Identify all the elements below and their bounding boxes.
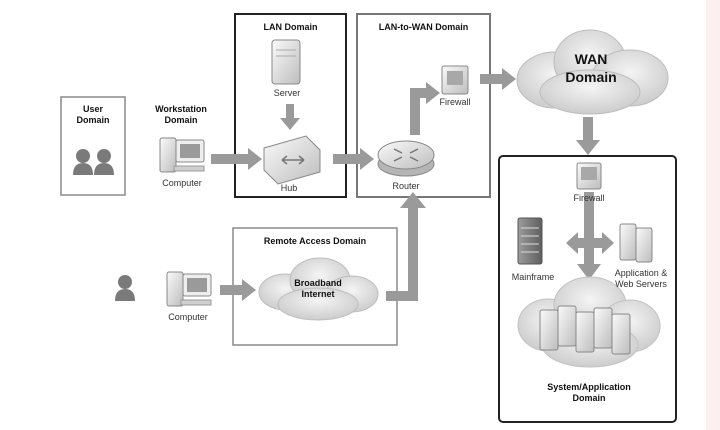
remote-computer-icon — [166, 271, 212, 307]
arrow-firewall-to-wan — [480, 68, 516, 90]
workstation-computer-icon — [159, 137, 205, 173]
remote-user-icon — [115, 275, 135, 301]
hub-label: Hub — [280, 183, 298, 193]
wan-cloud — [516, 29, 669, 115]
user-domain-box — [60, 96, 126, 196]
broadband-internet-label: Broadband Internet — [294, 278, 342, 299]
app-web-servers-label: Application & Web Servers — [614, 268, 668, 289]
arrow-firewall-to-servers — [577, 192, 601, 280]
mainframe-icon — [517, 217, 543, 265]
system-application-domain-label: System/Application Domain — [547, 382, 631, 403]
workstation-domain-label: Workstation Domain — [155, 104, 207, 125]
arrow-hub-to-router — [333, 148, 374, 170]
user-domain-label: User Domain — [76, 104, 110, 125]
firewall-outer-icon — [441, 65, 469, 95]
arrow-server-to-hub — [280, 104, 300, 130]
server-rack-icon — [539, 305, 631, 355]
arrow-wan-to-firewall — [576, 117, 600, 155]
connection-arrows — [211, 68, 614, 301]
arrow-mainframe-app — [566, 232, 614, 254]
user-people-icon — [73, 149, 114, 175]
lan-to-wan-domain-label: LAN-to-WAN Domain — [378, 22, 469, 32]
workstation-computer-label: Computer — [162, 178, 202, 188]
app-web-servers-icon — [619, 223, 653, 263]
firewall-outer-label: Firewall — [439, 97, 471, 107]
arrow-broadband-to-router — [386, 192, 426, 301]
server-icon — [271, 39, 301, 85]
page-edge-strip — [706, 0, 720, 430]
broadband-cloud — [258, 257, 379, 321]
firewall-inner-label: Firewall — [573, 193, 605, 203]
remote-access-domain-label: Remote Access Domain — [263, 236, 367, 246]
hub-icon — [263, 135, 321, 185]
remote-computer-label: Computer — [168, 312, 208, 322]
arrow-remote-to-broadband — [220, 279, 256, 301]
server-label: Server — [273, 88, 301, 98]
wan-domain-label: WAN Domain — [565, 51, 617, 85]
arrow-computer-to-hub — [211, 148, 262, 170]
firewall-inner-icon — [576, 162, 602, 190]
router-label: Router — [392, 181, 420, 191]
lan-domain-label: LAN Domain — [263, 22, 318, 32]
router-icon — [377, 140, 435, 177]
mainframe-label: Mainframe — [511, 272, 555, 282]
